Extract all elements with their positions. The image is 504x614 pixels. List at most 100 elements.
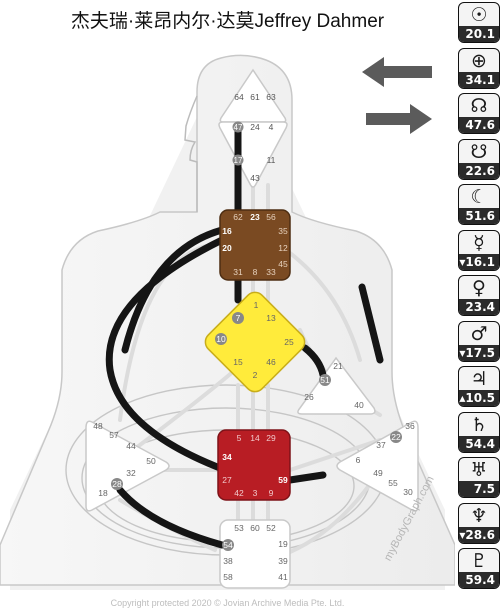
uranus-icon: ♅ [470,459,488,481]
mercury-icon: ☿ [473,231,485,254]
gate-label: 50 [146,456,156,466]
gate-label: 6 [356,455,361,465]
gate-label: 34 [222,452,232,462]
planet-moon[interactable]: ☾51.6 [458,184,500,225]
gate-label: 29 [266,433,276,443]
planet-value: ▾17.5 [459,344,499,361]
moon-icon: ☾ [470,186,488,208]
gate-marker [111,478,123,490]
gate-label: 56 [266,212,276,222]
gate-label: 17 [234,156,243,165]
copyright-notice: Copyright protected 2020 © Jovian Archiv… [110,598,345,608]
planet-value: ▾16.1 [459,253,499,270]
gate-label: 57 [109,430,119,440]
gate-marker [319,374,331,386]
gate-label: 39 [278,556,288,566]
gate-label: 13 [266,313,276,323]
planet-value: 20.1 [459,26,499,42]
planet-uranus[interactable]: ♅7.5 [458,457,500,498]
gate-label: 35 [278,226,288,236]
gate-marker [232,154,244,166]
saturn-icon: ♄ [470,413,488,436]
planet-south-node[interactable]: ☋22.6 [458,138,500,180]
planet-column: ☉20.1⊕34.1☊47.6☋22.6☾51.6☿▾16.1♀23.4♂▾17… [458,2,502,594]
south-node-icon: ☋ [470,140,488,163]
gate-label: 59 [278,475,288,485]
gate-label: 23 [250,212,260,222]
planet-value: 47.6 [459,117,499,133]
gate-label: 51 [320,375,330,385]
neptune-icon: ♆ [470,504,488,527]
planet-sun[interactable]: ☉20.1 [458,2,500,43]
planet-value: 59.4 [459,572,499,588]
mars-icon: ♂ [470,322,488,345]
planet-value: ▴10.5 [459,390,499,406]
gate-label: 5 [237,433,242,443]
gate-marker [390,431,402,443]
planet-earth[interactable]: ⊕34.1 [458,47,500,89]
gate-label: 11 [267,155,276,165]
gate-label: 44 [126,441,136,451]
bodygraph: 64 61 63 24 4 11 43 47 17 62 23 56 16 35… [0,54,455,590]
gate-label: 45 [278,259,288,269]
gate-label: 36 [405,421,415,431]
sun-icon: ☉ [470,4,488,26]
solar-plexus-center [336,420,419,512]
chart-title: 杰夫瑞·莱昂内尔·达莫Jeffrey Dahmer [70,11,385,32]
gate-marker [232,312,244,324]
gate-marker [232,121,244,133]
planet-jupiter[interactable]: ♃▴10.5 [458,366,500,407]
gate-label: 14 [250,433,260,443]
gate-label: 18 [98,488,108,498]
gate-label: 8 [253,267,258,277]
gate-label: 2 [253,370,258,380]
gate-label: 25 [284,337,294,347]
g-center [204,291,306,393]
gate-label: 55 [388,478,398,488]
gate-label: 53 [234,523,244,533]
gate-label: 32 [126,468,136,478]
gate-label: 27 [222,475,232,485]
planet-value: ▾28.6 [459,526,499,543]
defined-channels [105,126,384,549]
spleen-center [85,420,170,512]
gate-label: 28 [112,479,122,489]
previous-arrow-button[interactable] [362,57,432,87]
gate-label: 3 [253,488,258,498]
gate-label: 7 [236,313,241,323]
gate-label: 47 [234,123,243,132]
gate-label: 48 [93,421,103,431]
gate-label: 26 [304,392,314,402]
gate-label: 52 [266,523,276,533]
gate-label: 31 [233,267,243,277]
gate-label: 43 [250,173,260,183]
planet-mars[interactable]: ♂▾17.5 [458,320,500,362]
planet-value: 54.4 [459,435,499,452]
gate-label: 46 [266,357,276,367]
north-node-icon: ☊ [470,95,488,117]
gate-marker [215,333,227,345]
gate-label: 12 [278,243,288,253]
planet-value: 22.6 [459,162,499,179]
gate-label: 16 [222,226,232,236]
next-arrow-button[interactable] [366,104,432,134]
planet-pluto[interactable]: ♇59.4 [458,548,500,589]
planet-saturn[interactable]: ♄54.4 [458,411,500,453]
gate-label: 24 [250,122,260,132]
gate-label: 19 [278,539,288,549]
heart-center [297,356,376,415]
planet-neptune[interactable]: ♆▾28.6 [458,502,500,544]
planet-north-node[interactable]: ☊47.6 [458,93,500,134]
gate-label: 9 [269,488,274,498]
planet-venus[interactable]: ♀23.4 [458,275,500,316]
planet-mercury[interactable]: ☿▾16.1 [458,229,500,271]
throat-center [219,209,291,281]
sacral-center [217,429,291,501]
gate-label: 20 [222,243,232,253]
planet-value: 23.4 [459,299,499,315]
gate-label: 4 [269,122,274,132]
gate-label: 54 [223,540,233,550]
gate-label: 40 [354,400,364,410]
planet-value: 51.6 [459,208,499,224]
gate-label: 21 [333,361,343,371]
